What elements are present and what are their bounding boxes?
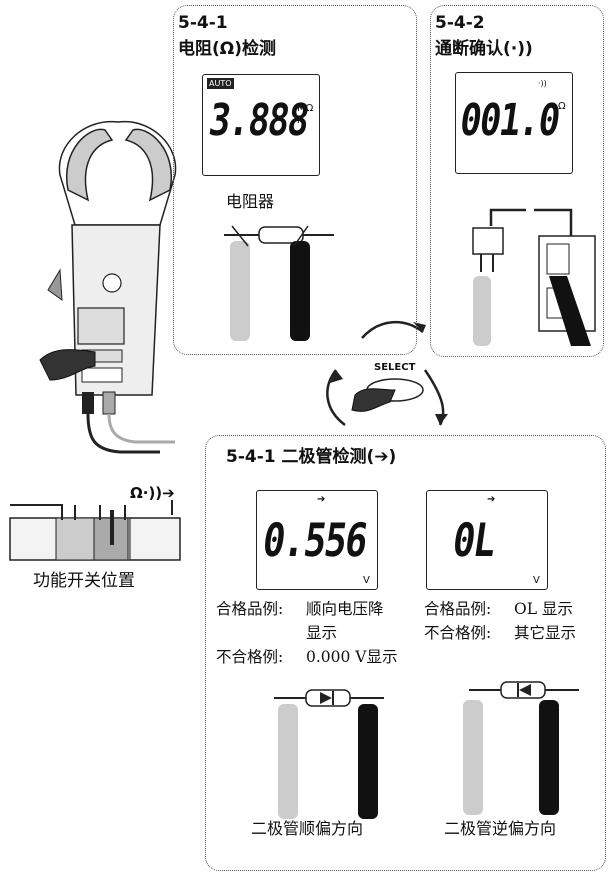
diode-panel: 5-4-1 二极管检测(➔) ➔ 0.556 V ➔ 0L V 合格品例: 顺向… — [205, 435, 606, 871]
forward-reading: 0.556 — [259, 513, 370, 567]
diode-lcd-forward: ➔ 0.556 V — [256, 490, 378, 590]
fail-left-text: 0.000 V显示 — [306, 648, 398, 666]
pass-left-text-1: 顺向电压降 — [306, 600, 384, 618]
continuity-title-code: 5-4-2 — [435, 13, 485, 33]
diode-lcd-reverse: ➔ 0L V — [426, 490, 548, 590]
plug-outlet-illustration — [472, 208, 596, 346]
continuity-lcd: ·)) 001.0 Ω — [455, 72, 573, 174]
reverse-unit: V — [533, 575, 540, 586]
resistor-probes-illustration — [224, 225, 334, 341]
pass-left-label: 合格品例: — [216, 600, 284, 618]
resistance-reading: 3.888 — [205, 95, 311, 146]
pass-right-label: 合格品例: — [424, 600, 492, 618]
resistance-panel: 5-4-1 电阻(Ω)检测 AUTO 3.888 MΩ k 电阻器 — [173, 5, 417, 355]
diode-forward-illustration — [274, 689, 384, 819]
resistor-caption: 电阻器 — [226, 192, 275, 211]
unit-ohm: Ω — [558, 101, 566, 112]
unit-k: k — [297, 115, 303, 126]
forward-unit: V — [363, 575, 370, 586]
resistance-lcd: AUTO 3.888 MΩ k — [202, 74, 320, 176]
select-button-label: SELECT — [374, 362, 416, 373]
auto-indicator: AUTO — [207, 78, 234, 89]
unit-mohm: MΩ — [297, 103, 314, 114]
beep-indicator: ·)) — [538, 79, 547, 88]
forward-caption: 二极管顺偏方向 — [251, 819, 364, 838]
continuity-panel: 5-4-2 通断确认(·)) ·)) 001.0 Ω — [430, 5, 604, 357]
fail-right-label: 不合格例: — [424, 624, 492, 642]
pass-left-text-2: 显示 — [306, 624, 338, 642]
reverse-caption: 二极管逆偏方向 — [444, 819, 557, 838]
diode-icon: ➔ — [317, 494, 326, 505]
continuity-title: 通断确认(·)) — [435, 39, 533, 59]
resistance-title-code: 5-4-1 — [178, 13, 228, 33]
switch-function-symbols: Ω·))➔ — [130, 484, 175, 502]
diode-reverse-illustration — [463, 681, 579, 815]
diode-title: 5-4-1 二极管检测(➔) — [226, 447, 397, 467]
continuity-reading: 001.0 — [456, 95, 562, 146]
resistance-title: 电阻(Ω)检测 — [178, 39, 276, 59]
switch-caption: 功能开关位置 — [33, 571, 135, 591]
pass-right-text: OL 显示 — [514, 600, 573, 618]
fail-right-text: 其它显示 — [514, 624, 577, 642]
diode-icon: ➔ — [487, 494, 496, 505]
fail-left-label: 不合格例: — [216, 648, 284, 666]
reverse-reading: 0L — [449, 513, 499, 567]
